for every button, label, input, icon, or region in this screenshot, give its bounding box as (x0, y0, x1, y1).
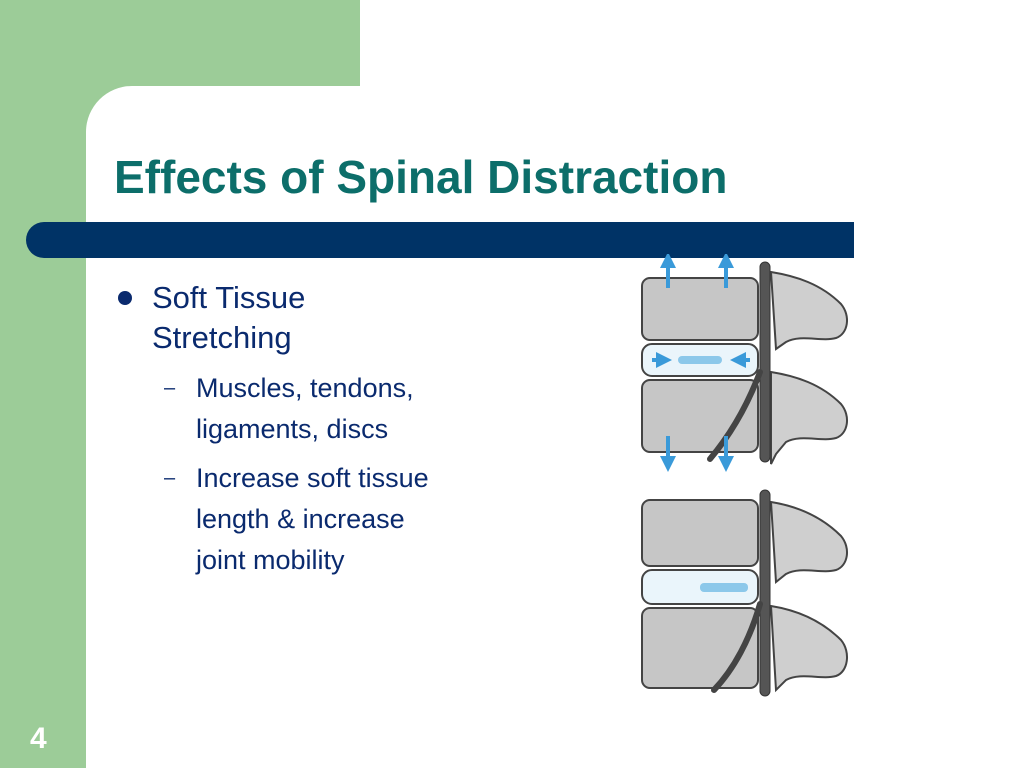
sub-bullet-text-line: ligaments, discs (196, 414, 389, 444)
spinal-column-line (759, 489, 771, 697)
slide-number: 4 (30, 722, 47, 755)
sub-bullet-text-line: joint mobility (196, 545, 345, 575)
bullet-soft-tissue: Soft Tissue Stretching (118, 278, 518, 358)
spine-distracted-segment (641, 254, 848, 472)
sub-bullet-text-line: length & increase (196, 504, 405, 534)
posterior-process (769, 604, 848, 693)
spinal-column-line (759, 261, 771, 463)
spine-distraction-illustration (641, 254, 848, 697)
nerve-root (707, 369, 763, 462)
bullet-text-line: Soft Tissue (152, 280, 306, 315)
dash-icon: – (164, 467, 176, 489)
title-underline-bar (26, 222, 854, 258)
vertebra-body (641, 277, 759, 341)
bullet-text-line: Stretching (152, 320, 292, 355)
posterior-process (770, 370, 848, 465)
nucleus-pulposus (678, 356, 722, 364)
page-title: Effects of Spinal Distraction (114, 151, 728, 203)
sub-bullet-list: – Muscles, tendons, ligaments, discs – I… (118, 368, 518, 581)
sub-bullet-text-line: Increase soft tissue (196, 463, 429, 493)
content-area (86, 86, 1024, 768)
nerve-root (711, 601, 763, 693)
sub-bullet-increase: – Increase soft tissue length & increase… (118, 458, 518, 581)
spine-resting-segment (641, 489, 848, 697)
nucleus-pulposus (700, 583, 748, 592)
vertebra-body (641, 499, 759, 567)
sub-bullet-muscles: – Muscles, tendons, ligaments, discs (118, 368, 518, 450)
sub-bullet-text-line: Muscles, tendons, (196, 373, 414, 403)
posterior-process (769, 270, 848, 351)
bullet-list: Soft Tissue Stretching – Muscles, tendon… (118, 278, 518, 589)
posterior-process (769, 500, 848, 584)
bullet-dot-icon (118, 291, 132, 305)
dash-icon: – (164, 377, 176, 399)
